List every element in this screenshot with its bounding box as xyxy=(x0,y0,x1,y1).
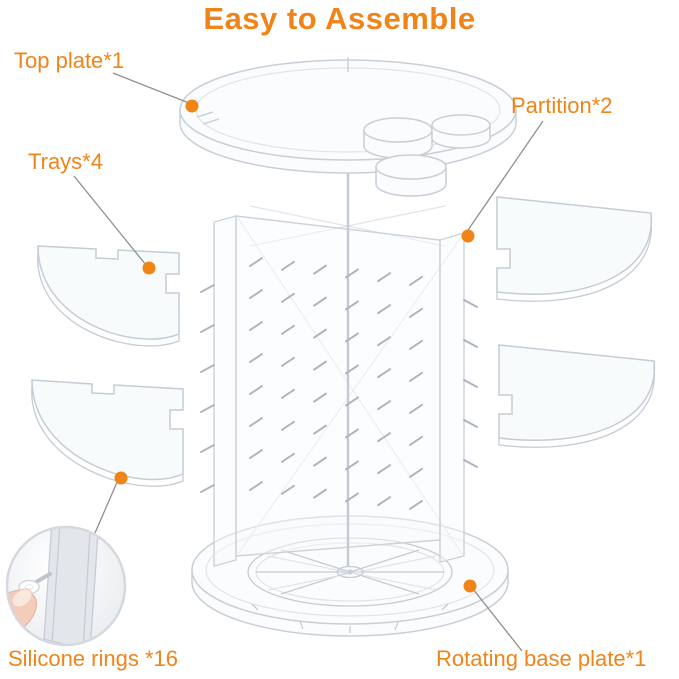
cups-sketch xyxy=(363,114,491,197)
label-rotating-base: Rotating base plate*1 xyxy=(436,646,647,671)
tray-top-left xyxy=(37,245,180,347)
label-partition: Partition*2 xyxy=(511,93,613,118)
base-plate-sketch xyxy=(191,515,509,637)
page-title: Easy to Assemble xyxy=(203,1,476,36)
label-silicone-rings: Silicone rings *16 xyxy=(8,646,178,671)
leader-line-top-plate xyxy=(112,72,190,104)
peg-grid xyxy=(200,257,478,510)
tray-bottom-right xyxy=(498,344,656,448)
leader-line-partition xyxy=(465,120,544,234)
label-top-plate: Top plate*1 xyxy=(14,48,125,73)
marker-dot-partition xyxy=(461,229,475,243)
tray-top-right xyxy=(496,196,653,302)
partition-sketch xyxy=(200,150,478,567)
marker-dot-silicone xyxy=(114,471,128,485)
marker-dot-base xyxy=(463,579,477,593)
magnifier-detail xyxy=(5,525,127,647)
tray-bottom-left xyxy=(31,379,184,487)
leader-line-base xyxy=(472,588,523,652)
leader-line-trays xyxy=(73,175,147,266)
label-trays: Trays*4 xyxy=(28,149,103,174)
marker-dot-trays xyxy=(142,261,156,275)
leader-line-silicone xyxy=(94,479,119,534)
marker-dot-top-plate xyxy=(185,99,199,113)
leader-lines xyxy=(73,72,544,652)
